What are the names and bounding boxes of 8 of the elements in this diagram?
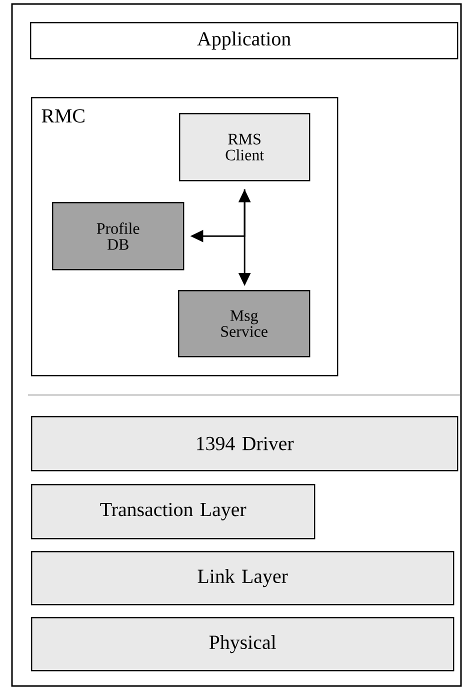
layer-box: Physical [31,617,454,672]
component-box: RMS Client [179,113,310,182]
layer-box: Transaction Layer [31,484,316,540]
component-box: Msg Service [178,290,310,358]
layer-box: Link Layer [31,551,454,606]
component-box: Profile DB [52,202,184,270]
layer-box: 1394 Driver [31,416,458,472]
layer-box: Application [30,22,458,60]
